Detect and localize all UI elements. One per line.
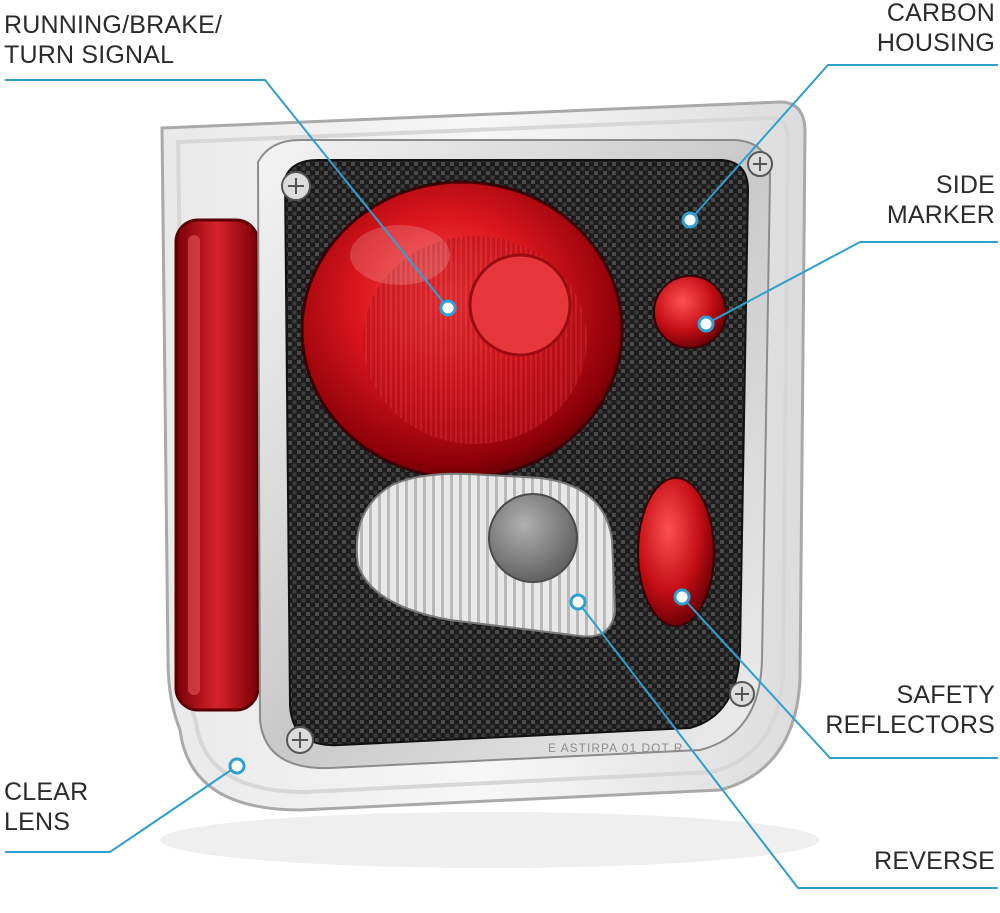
reverse-lamp-bulb <box>488 493 578 583</box>
label-running-line1: RUNNING/BRAKE/ <box>4 11 223 39</box>
dot-side-marker <box>697 315 715 333</box>
leader-running <box>5 79 449 309</box>
callout-leaders <box>5 64 998 889</box>
label-safety-line2: REFLECTORS <box>825 711 995 739</box>
dot-safety <box>673 588 691 606</box>
side-reflector-highlight <box>188 235 200 695</box>
callout-dots <box>228 211 715 775</box>
housing-marking: E ASTIRPA 01 DOT R <box>548 741 684 755</box>
label-clear-lens-line2: LENS <box>4 808 71 836</box>
running-lamp-bulb <box>468 253 572 357</box>
label-reverse: REVERSE <box>874 846 995 876</box>
label-clear-lens-line1: CLEAR <box>4 778 89 806</box>
running-lamp-highlight <box>350 225 450 285</box>
dot-running <box>439 299 457 317</box>
label-side-marker-line1: SIDE <box>935 171 995 199</box>
screw-bottom-left <box>286 726 314 754</box>
dot-reverse <box>569 593 587 611</box>
floor-shadow <box>160 812 820 868</box>
label-reverse-line1: REVERSE <box>874 847 995 875</box>
leader-reverse <box>577 601 998 889</box>
leader-side-marker <box>705 241 998 325</box>
clear-lens-inner-edge <box>175 115 791 795</box>
label-carbon-housing: CARBON HOUSING <box>877 0 995 58</box>
label-carbon-line1: CARBON <box>886 0 995 27</box>
leader-carbon <box>689 64 998 221</box>
label-carbon-line2: HOUSING <box>876 29 995 57</box>
screw-top-right <box>747 151 773 177</box>
leader-clear-lens <box>5 765 238 853</box>
label-safety-reflectors: SAFETY REFLECTORS <box>825 680 995 740</box>
label-safety-line1: SAFETY <box>896 681 995 709</box>
label-running-brake-turn-signal: RUNNING/BRAKE/ TURN SIGNAL <box>4 10 222 70</box>
safety-reflectors <box>637 477 715 627</box>
label-side-marker: SIDE MARKER <box>887 170 995 230</box>
label-running-line2: TURN SIGNAL <box>4 41 175 69</box>
screw-bottom-right <box>729 681 755 707</box>
leader-safety <box>681 596 998 759</box>
side-marker-lamp <box>653 275 727 349</box>
label-side-marker-line2: MARKER <box>886 201 995 229</box>
label-clear-lens: CLEAR LENS <box>4 777 88 837</box>
dot-carbon <box>681 211 699 229</box>
screw-top-left <box>281 171 311 201</box>
dot-clear-lens <box>228 757 246 775</box>
